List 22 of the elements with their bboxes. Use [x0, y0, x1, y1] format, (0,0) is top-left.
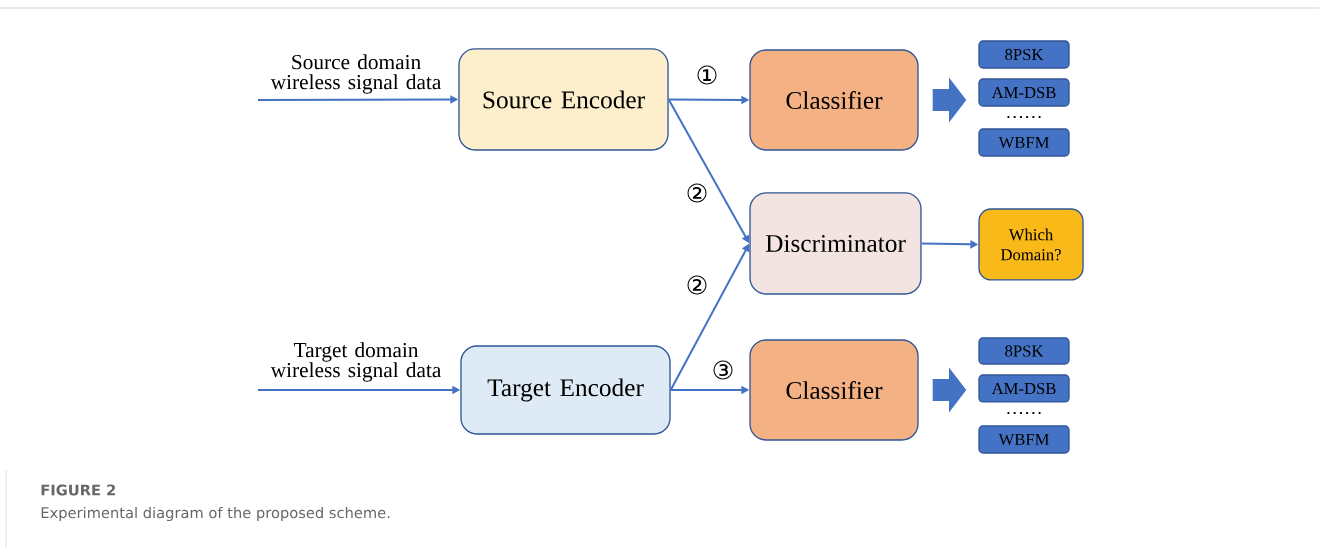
class-label-box: AM-DSB: [978, 374, 1070, 403]
class-label-box: 8PSK: [978, 40, 1070, 69]
input-label: Target domain wireless signal data: [270, 342, 442, 382]
classifier-box: Classifier: [749, 49, 919, 151]
discriminator-box: Discriminator: [749, 192, 922, 295]
class-label-box: WBFM: [978, 128, 1070, 157]
figure-caption: Experimental diagram of the proposed scheme.: [41, 506, 390, 522]
figure-title: FIGURE 2: [41, 484, 116, 496]
step-number: ②: [684, 182, 710, 204]
class-label-box: AM-DSB: [978, 78, 1070, 107]
ellipsis: ……: [1007, 115, 1041, 119]
step-number: ①: [694, 64, 720, 86]
input-label: Source domain wireless signal data: [270, 54, 442, 94]
encoder-box: Source Encoder: [458, 48, 669, 151]
classifier-box: Classifier: [749, 339, 919, 441]
ellipsis: ……: [1007, 411, 1041, 415]
class-label-box: WBFM: [978, 425, 1070, 454]
step-number: ③: [710, 359, 736, 381]
step-number: ②: [684, 274, 710, 296]
encoder-box: Target Encoder: [460, 345, 671, 435]
output-box: Which Domain?: [978, 208, 1084, 281]
class-label-box: 8PSK: [978, 337, 1070, 365]
